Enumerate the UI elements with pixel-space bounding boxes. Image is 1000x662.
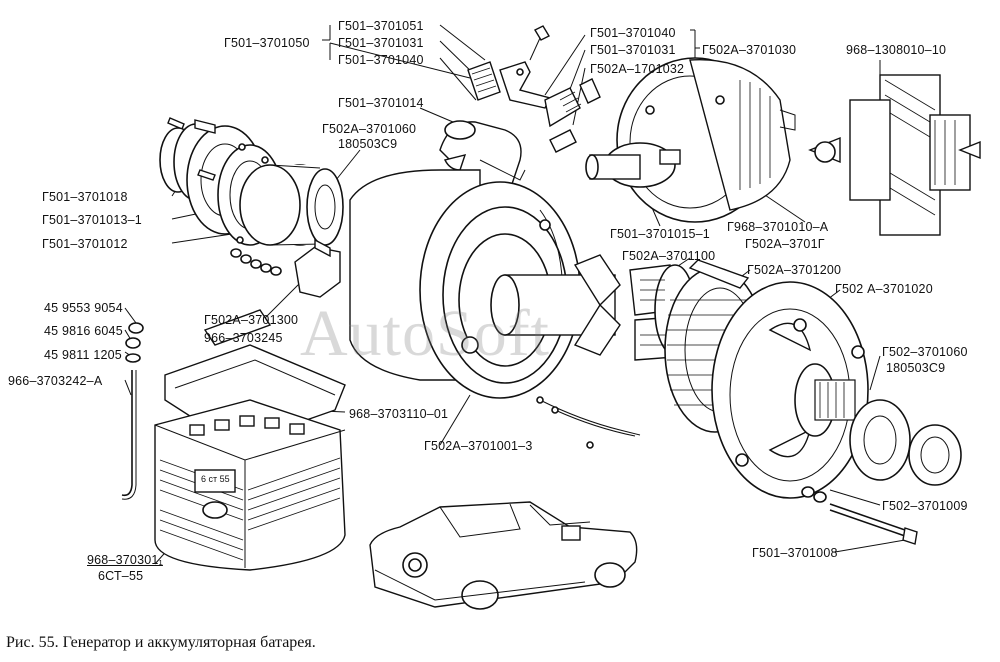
label-g502-3701009: Г502–3701009 [882,499,968,513]
label-g968-3701010-a: Г968–3701010–А [727,220,829,234]
washer-set-left [230,248,282,276]
label-g501-3701008: Г501–3701008 [752,546,838,560]
label-g501-3701051: Г501–3701051 [338,19,424,33]
label-g501-3701014: Г501–3701014 [338,96,424,110]
label-g502a-3701060-front: Г502А–3701060 [322,122,417,136]
label-g501-3701031-a: Г501–3701031 [338,36,424,50]
battery-hold-down-rod [121,322,144,500]
brush-holder-parts [467,25,601,153]
label-g501-3701040-b: Г501–3701040 [590,26,676,40]
rear-end-shield [711,281,869,499]
label-45-9553-9054: 45 9553 9054 [44,301,123,315]
rear-cover-assembly [585,57,796,223]
fan-pulley-assembly [808,74,981,236]
figure-caption: Рис. 55. Генератор и аккумуляторная бата… [6,634,316,651]
label-45-9816-6045: 45 9816 6045 [44,324,123,338]
watermark: AutoSoft [300,297,551,370]
label-6ct-55: 6СТ–55 [98,569,144,583]
label-g502a-3701100: Г502А–3701100 [622,249,716,263]
label-45-9811-1205: 45 9811 1205 [44,348,122,362]
label-966-3703242-a: 966–3703242–А [8,374,103,388]
label-g501-3701040-a: Г501–3701040 [338,53,424,67]
label-g501-3701050: Г501–3701050 [224,36,310,50]
label-g502a-3701200: Г502А–3701200 [747,263,842,277]
label-g501-3701015-1: Г501–3701015–1 [610,227,710,241]
label-g501-3701018: Г501–3701018 [42,190,128,204]
battery-marking: 6 ст 55 [201,474,230,484]
label-g502a-3701g: Г502А–3701Г [745,237,825,251]
label-180503c9-front: 180503С9 [338,137,398,151]
label-g501-3701013-1: Г501–3701013–1 [42,213,142,227]
label-968-3703011: 968–370301₁ [87,553,163,567]
label-966-3703245: 966–3703245 [204,331,283,345]
label-968-3703110-01: 968–3703110–01 [349,407,449,421]
label-g501-3701012: Г501–3701012 [42,237,128,251]
through-bolt [801,486,918,545]
label-g502-3701060-rear: Г502–3701060 [882,345,968,359]
label-g501-3701031-b: Г501–3701031 [590,43,676,57]
rear-bearings [849,399,962,486]
car-outline [369,501,638,610]
label-g502a-1701032: Г502А–1701032 [590,62,685,76]
label-g502a-3701020: Г502 А–3701020 [835,282,933,296]
battery [154,399,346,571]
label-g502a-3701030: Г502А–3701030 [702,43,797,57]
capacitor-bracket [439,120,526,196]
label-180503c9-rear: 180503С9 [886,361,946,375]
front-bearing [239,164,344,246]
label-g502a-3701001-3: Г502А–3701001–3 [424,439,533,453]
label-g502a-3701300: Г502А–3701300 [204,313,299,327]
label-968-1308010-10: 968–1308010–10 [846,43,947,57]
